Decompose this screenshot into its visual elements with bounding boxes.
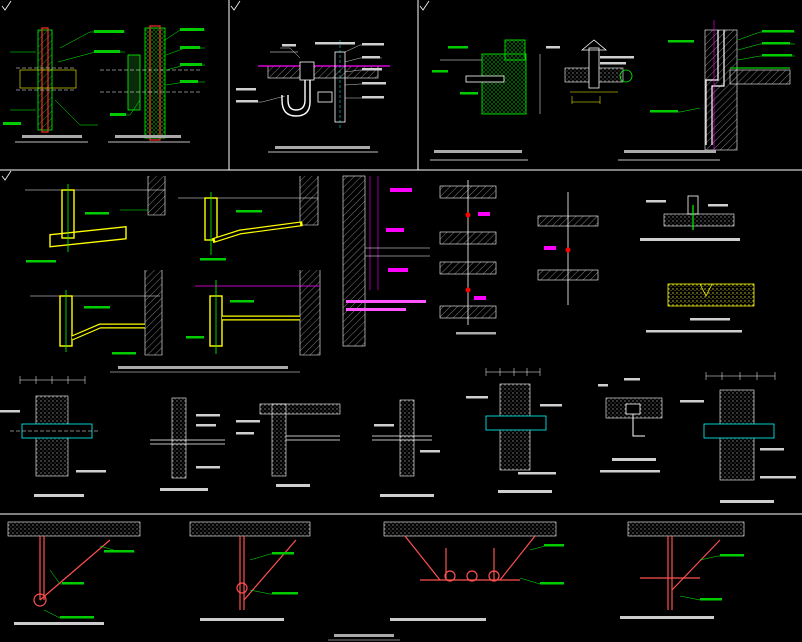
- panel-1-wall-penetration-sleeve: [3, 25, 205, 143]
- panel-2-floor-drain-trap: [236, 40, 390, 153]
- panel-3-roof-and-wall-penetrations: [430, 20, 795, 161]
- panel-4-drain-pipe-layouts: [25, 175, 755, 373]
- panel-6-support-hanger-details: [7, 521, 745, 641]
- sheet-frame: [0, 0, 802, 515]
- panel-5-pipe-sleeve-details: [0, 368, 796, 503]
- corner-check-mark: [1, 0, 430, 181]
